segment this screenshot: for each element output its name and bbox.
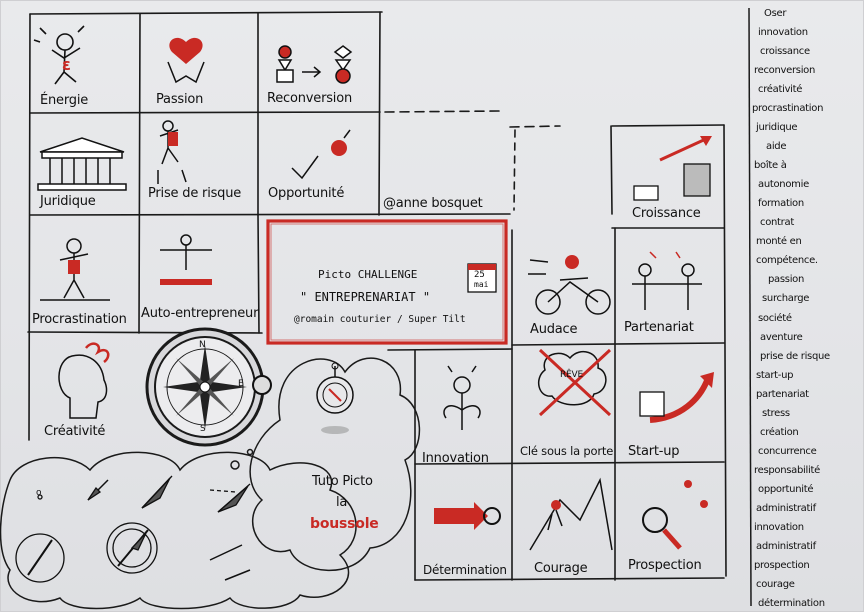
calendar-month: mai <box>474 280 489 289</box>
prospection-magnifier-icon <box>642 480 708 550</box>
compass-letter-s: S <box>200 424 206 434</box>
word-list-item: innovation <box>754 522 804 533</box>
card-label-creativite: Créativité <box>44 424 106 439</box>
compass-letter-e: E <box>238 379 244 389</box>
reve-word: RÊVE <box>560 370 583 380</box>
word-list-divider <box>748 7 752 607</box>
challenge-theme: " ENTREPRENARIAT " <box>300 290 431 304</box>
word-list-item: boîte à <box>754 160 787 171</box>
anne-bosquet-handle: @anne bosquet <box>383 196 483 211</box>
word-list-item: courage <box>756 579 795 590</box>
word-list-item: innovation <box>758 27 808 38</box>
thought-cloud <box>0 448 357 610</box>
energie-glyph: ɛ <box>62 55 71 74</box>
pocket-compass <box>316 362 354 434</box>
compass-step-drawings <box>15 475 251 583</box>
card-label-croissance: Croissance <box>632 206 701 221</box>
word-list-item: société <box>758 313 792 324</box>
word-list-item: surcharge <box>762 293 810 304</box>
word-list-item: juridique <box>756 122 798 133</box>
word-list-item: détermination <box>758 598 825 609</box>
word-list-item: croissance <box>760 46 810 57</box>
compass-letter-n: N <box>199 340 206 350</box>
audace-motorbike-icon <box>528 255 611 315</box>
procrastination-icon <box>40 238 110 301</box>
tuto-line-1: Tuto Picto <box>312 474 373 489</box>
word-list-item: formation <box>758 198 804 209</box>
card-label-cle-sous-la-porte: Clé sous la porte <box>520 444 614 458</box>
card-label-innovation: Innovation <box>422 451 489 466</box>
innovation-bulb-icon <box>443 365 481 430</box>
creativite-head-icon <box>58 342 110 419</box>
word-list-item: opportunité <box>758 484 814 495</box>
tuto-line-2: la <box>336 495 348 510</box>
partenariat-icon <box>632 251 702 310</box>
courage-mountain-icon <box>529 477 613 551</box>
card-label-passion: Passion <box>156 92 204 107</box>
word-list-item: autonomie <box>758 179 809 190</box>
word-list-item: contrat <box>760 217 794 228</box>
word-list-item: administratif <box>756 541 816 552</box>
cloud-mark-o: o <box>36 488 42 498</box>
word-list-item: monté en <box>756 236 802 247</box>
auto-entrepreneur-icon <box>160 234 212 285</box>
word-list-item: aventure <box>760 332 803 343</box>
opportunite-icon <box>291 129 351 180</box>
word-list-item: créativité <box>758 84 803 95</box>
card-label-procrastination: Procrastination <box>32 312 127 327</box>
word-list-item: prise de risque <box>760 351 830 362</box>
card-label-reconversion: Reconversion <box>267 91 353 106</box>
card-label-start-up: Start-up <box>628 444 680 459</box>
word-list-item: reconversion <box>754 65 816 76</box>
card-label-audace: Audace <box>530 322 578 337</box>
card-grid <box>27 11 727 581</box>
word-list-item: compétence. <box>756 255 818 266</box>
word-list-item: concurrence <box>758 446 817 457</box>
word-list-item: administratif <box>756 503 816 514</box>
tuto-line-3: boussole <box>310 516 379 532</box>
calendar-day: 25 <box>474 270 485 280</box>
word-list-item: prospection <box>754 560 810 571</box>
big-compass <box>145 327 272 447</box>
croissance-icon <box>633 136 712 201</box>
card-label-juridique: Juridique <box>40 194 96 209</box>
challenge-credits: @romain couturier / Super Tilt <box>294 314 466 325</box>
juridique-temple-icon <box>37 137 127 191</box>
card-label-determination: Détermination <box>423 563 507 577</box>
word-list-item: passion <box>768 274 805 285</box>
card-label-energie: Énergie <box>40 93 89 108</box>
reconversion-icon <box>276 45 353 84</box>
word-list-item: start-up <box>756 370 794 381</box>
word-list: Oser innovation croissance reconversion créa… <box>752 6 864 612</box>
card-label-auto-entrepreneur: Auto-entrepreneur <box>141 306 259 321</box>
card-label-prise-de-risque: Prise de risque <box>148 186 242 201</box>
card-label-prospection: Prospection <box>628 558 702 573</box>
card-label-partenariat: Partenariat <box>624 320 694 335</box>
determination-arrow-icon <box>434 502 501 530</box>
tuto-cloud <box>249 357 421 572</box>
cle-sous-la-porte-icon <box>537 348 612 417</box>
card-label-courage: Courage <box>534 561 588 576</box>
word-list-item: aide <box>766 141 787 152</box>
word-list-item: création <box>760 427 799 438</box>
word-list-item: responsabilité <box>754 465 820 476</box>
start-up-icon <box>639 372 714 423</box>
word-list-item: stress <box>762 408 790 419</box>
word-list-item: procrastination <box>752 103 824 114</box>
prise-de-risque-icon <box>157 120 187 184</box>
challenge-title: Picto CHALLENGE <box>318 268 418 281</box>
word-list-item: Oser <box>764 8 787 19</box>
card-label-opportunite: Opportunité <box>268 186 345 201</box>
challenge-box <box>266 219 508 345</box>
word-list-item: partenariat <box>756 389 809 400</box>
energie-icon <box>33 25 85 85</box>
passion-heart-icon <box>167 37 205 84</box>
